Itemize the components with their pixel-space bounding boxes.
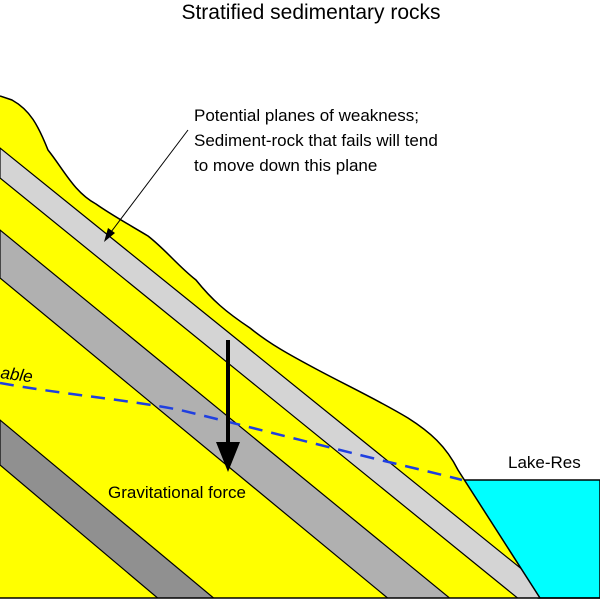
hillside-outline (0, 95, 541, 599)
leader-arrow-head (104, 228, 115, 242)
gravity-label: Gravitational force (108, 483, 246, 502)
lake-label: Lake-Res (508, 453, 581, 472)
annotation-line-3: to move down this plane (194, 156, 377, 175)
hillside-sediment (0, 96, 540, 598)
rock-layer-light (0, 146, 540, 598)
rock-layer-dark (0, 418, 218, 598)
annotation-line-2: Sediment-rock that fails will tend (194, 131, 438, 150)
water-table-line (0, 381, 463, 482)
annotation-line-1: Potential planes of weakness; (194, 106, 419, 125)
leader-line (107, 129, 189, 237)
diagram-title: Stratified sedimentary rocks (181, 1, 440, 24)
water-table-label: able (0, 363, 34, 386)
gravity-arrow-head (216, 442, 240, 472)
